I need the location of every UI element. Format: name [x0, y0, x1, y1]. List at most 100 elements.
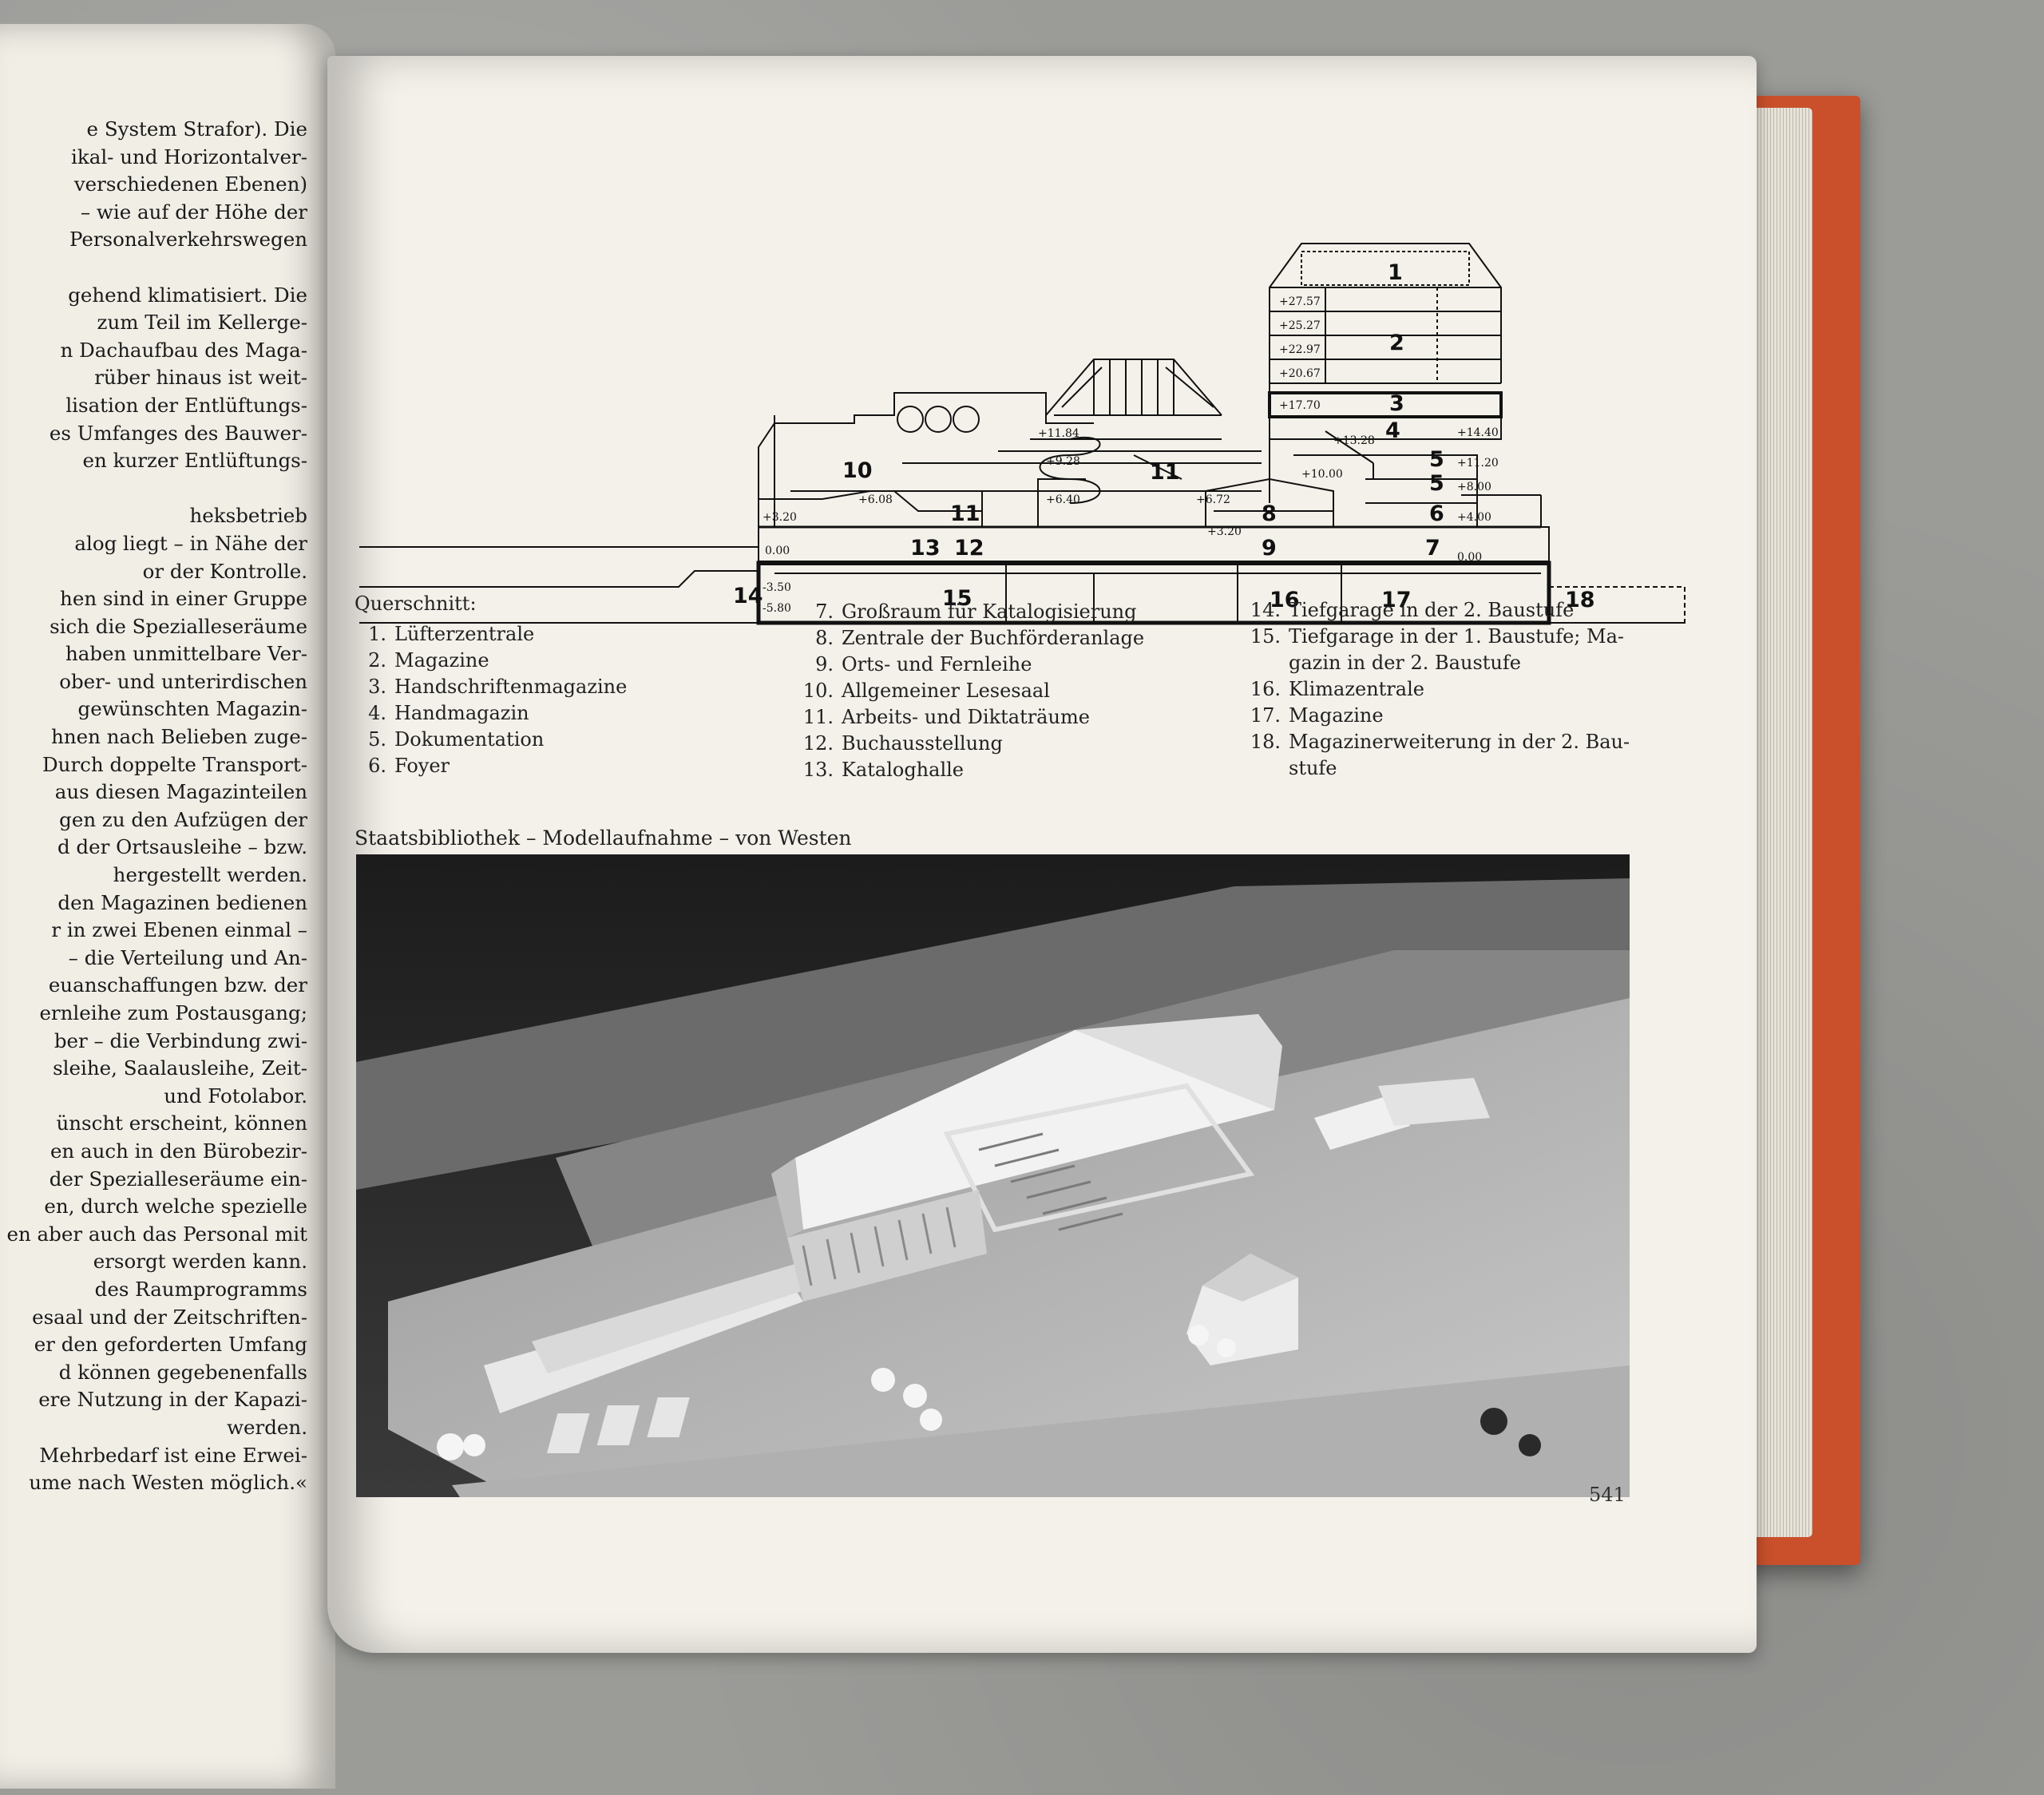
left-text-line: Personalverkehrswegen [69, 228, 307, 252]
legend-number: 3. [368, 676, 386, 698]
legend-label: Dokumentation [394, 728, 545, 751]
left-text-line: sich die Spezialleseräume [50, 614, 307, 638]
legend-label: Lüfterzentrale [394, 623, 535, 645]
legend-label: Handmagazin [394, 702, 529, 724]
left-text-line: – wie auf der Höhe der [80, 200, 307, 224]
left-text-line: gen zu den Aufzügen der [59, 807, 307, 831]
legend-item: 13.Kataloghalle [790, 757, 1144, 783]
level-label: +6.40 [1046, 493, 1080, 506]
left-text-line: – die Verteilung und An- [68, 945, 307, 969]
level-label: +27.57 [1279, 295, 1321, 308]
left-text-line: n Dachaufbau des Maga- [60, 338, 307, 362]
left-text-line: ernleihe zum Postausgang; [39, 1001, 307, 1024]
legend-number [1238, 755, 1289, 782]
legend-label: Magazinerweiterung in der 2. Bau- [1289, 731, 1630, 753]
left-text-line: sleihe, Saalausleihe, Zeit- [53, 1056, 307, 1080]
left-text-line: Mehrbedarf ist eine Erwei- [39, 1443, 307, 1467]
left-text-line: gewünschten Magazin- [77, 697, 307, 721]
left-text-line: alog liegt – in Nähe der [74, 531, 307, 555]
legend-number: 9. [815, 653, 834, 676]
level-label: +11.84 [1038, 427, 1079, 440]
legend-number [1238, 650, 1289, 676]
left-text-line: hergestellt werden. [113, 863, 307, 887]
legend-number: 10. [802, 680, 834, 702]
legend-label: Klimazentrale [1289, 678, 1424, 700]
legend-label: Foyer [394, 755, 450, 777]
cross-section-drawing: 1 2 3 4 5 5 6 7 8 9 10 11 11 12 13 14 15… [359, 243, 1686, 625]
legend-item: 9.Orts- und Fernleihe [790, 652, 1144, 678]
level-label: +17.70 [1279, 399, 1321, 412]
legend-label: Großraum für Katalogisierung [842, 600, 1137, 623]
legend-item: 17. Magazine [1238, 703, 1630, 729]
left-text-line: en, durch welche spezielle [44, 1195, 307, 1218]
model-photo-illustration [356, 854, 1630, 1497]
legend-item: 16. Klimazentrale [1238, 676, 1630, 703]
legend-label: Handschriftenmagazine [394, 676, 628, 698]
left-text-line: haben unmittelbare Ver- [65, 642, 307, 666]
zone-6: 6 [1429, 501, 1444, 526]
legend-number: 1. [368, 623, 386, 645]
left-text-line: d der Ortsausleihe – bzw. [57, 835, 307, 859]
level-label: +20.67 [1279, 367, 1321, 380]
legend-item: 12.Buchausstellung [790, 731, 1144, 757]
left-text-line: hen sind in einer Gruppe [60, 587, 307, 611]
level-label: +6.08 [858, 493, 893, 506]
left-text-line: hnen nach Belieben zuge- [51, 725, 307, 749]
left-text-line [0, 254, 307, 282]
legend-number: 17. [1250, 704, 1281, 727]
left-text-line: euanschaffungen bzw. der [48, 973, 307, 997]
left-text-line: en kurzer Entlüftungs- [82, 449, 307, 473]
legend-item: stufe [1238, 755, 1630, 782]
legend-number: 6. [368, 755, 386, 777]
level-label: +11.20 [1457, 457, 1499, 470]
zone-17: 17 [1381, 588, 1412, 612]
legend-item: 3. Handschriftenmagazine [343, 674, 627, 700]
zone-5a: 5 [1429, 447, 1444, 472]
zone-18: 18 [1565, 588, 1595, 612]
legend-label: Tiefgarage in der 1. Baustufe; Ma- [1289, 625, 1624, 648]
level-label: +9.28 [1046, 455, 1080, 468]
legend-item: 7.Großraum für Katalogisierung [790, 599, 1144, 625]
level-label: +6.72 [1196, 493, 1230, 506]
legend-number: 16. [1250, 678, 1281, 700]
zone-3: 3 [1389, 391, 1404, 416]
left-text-line: heksbetrieb [189, 504, 307, 528]
left-text-line: ober- und unterirdischen [59, 669, 307, 693]
zone-10: 10 [842, 458, 873, 483]
legend-item: gazin in der 2. Baustufe [1238, 650, 1630, 676]
level-label: +22.97 [1279, 343, 1321, 356]
left-text-line: lisation der Entlüftungs- [65, 393, 307, 417]
left-text-line: or der Kontrolle. [142, 559, 307, 583]
legend-item: 15.Tiefgarage in der 1. Baustufe; Ma- [1238, 624, 1630, 650]
left-text-line: und Fotolabor. [164, 1084, 307, 1108]
left-text-line: verschiedenen Ebenen) [73, 172, 307, 196]
left-text-line: werden. [227, 1415, 307, 1439]
right-page: 1 2 3 4 5 5 6 7 8 9 10 11 11 12 13 14 15… [327, 56, 1757, 1653]
level-label: -3.50 [763, 581, 791, 594]
zone-5b: 5 [1429, 471, 1444, 496]
legend-item: 1. Lüfterzentrale [343, 621, 627, 648]
level-label: +4.00 [1457, 511, 1491, 524]
left-text-line: zum Teil im Kellerge- [97, 311, 307, 335]
legend-item: 14.Tiefgarage in der 2. Baustufe [1238, 597, 1630, 624]
legend-number: 5. [368, 728, 386, 751]
level-label: -5.80 [763, 602, 791, 615]
legend-label: stufe [1289, 757, 1337, 779]
left-text-line: ber – die Verbindung zwi- [53, 1028, 307, 1052]
left-text-line: en aber auch das Personal mit [6, 1222, 307, 1246]
zone-7: 7 [1425, 536, 1440, 561]
left-text-line: e System Strafor). Die [86, 117, 307, 141]
left-text-line [0, 475, 307, 503]
legend-label: gazin in der 2. Baustufe [1289, 652, 1521, 674]
left-text-line: gehend klimatisiert. Die [68, 283, 307, 307]
legend-label: Magazine [1289, 704, 1384, 727]
page-number: 541 [1589, 1484, 1626, 1506]
zone-11a: 11 [1150, 460, 1180, 485]
zone-16: 16 [1270, 588, 1300, 612]
legend-item: 2.Magazine [343, 648, 627, 674]
left-text-line: rüber hinaus ist weit- [94, 366, 307, 390]
legend-label: Zentrale der Buchförderanlage [842, 627, 1145, 649]
